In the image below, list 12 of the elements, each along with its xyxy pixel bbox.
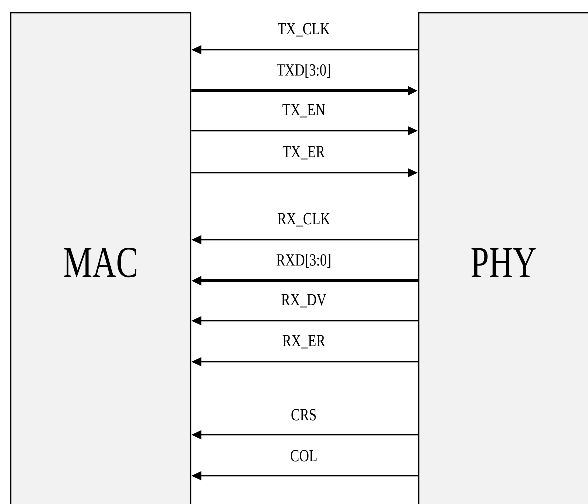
block-box: MAC xyxy=(10,12,192,504)
block-box: PHY xyxy=(418,12,588,504)
edge-label: RX_ER xyxy=(282,335,326,349)
edge-label: TX_ER xyxy=(283,146,326,160)
edge-label: TXD[3:0] xyxy=(277,64,330,78)
edge-label: RX_CLK xyxy=(278,213,330,227)
edge-label: RXD[3:0] xyxy=(276,254,331,268)
edge-label: RX_DV xyxy=(282,294,326,308)
edge-label: TX_CLK xyxy=(278,23,330,37)
edge-label: TX_EN xyxy=(282,104,326,118)
edge-label: CRS xyxy=(292,409,316,421)
edge-label: COL xyxy=(290,450,317,462)
